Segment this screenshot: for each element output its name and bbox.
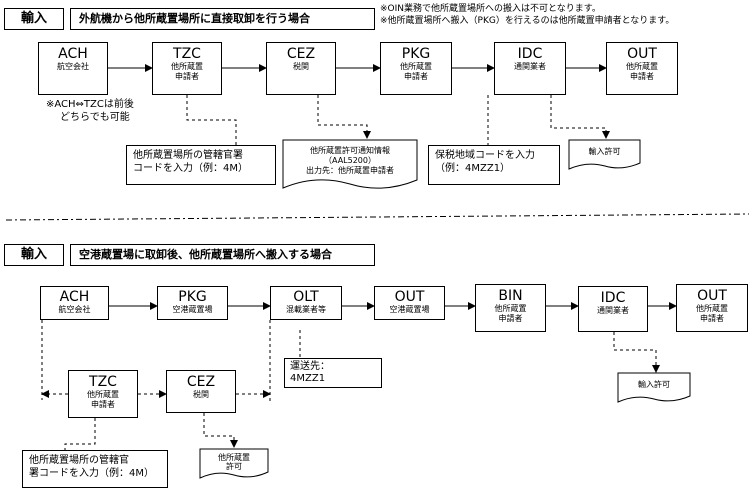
tzc2-detail-line-1: 他所蔵置場所の管轄官 [29,455,129,466]
node2-pkg-sub: 空港蔵置場 [172,305,213,314]
node2-tzc: TZC 他所蔵置 申請者 [68,370,138,418]
import-permit-doc-2: 輸入許可 [638,380,670,389]
import-permit-doc-1: 輸入許可 [588,147,621,156]
section1-title: 外航機から他所蔵置場所に直接取卸を行う場合 [70,8,375,30]
node2-bin: BIN 他所蔵置 申請者 [475,284,546,332]
node-cez-sub: 税関 [293,62,309,71]
tzc2-detail-box: 他所蔵置場所の管轄官 署コードを入力（例：4M） [22,450,168,488]
node2-out1-sub: 空港蔵置場 [389,305,430,314]
doc-shape-cez-permit [282,139,418,189]
section-divider [5,213,750,221]
cez2-permit-doc: 他所蔵置 許可 [200,453,268,471]
node2-bin-code: BIN [498,288,523,304]
section2-title: 空港蔵置場に取卸後、他所蔵置場所へ搬入する場合 [70,244,375,266]
tzc2-detail-line-2: 署コードを入力（例：4M） [29,468,154,479]
node2-olt: OLT 混載業者等 [270,286,342,320]
link-cez2-doc [203,413,238,448]
node2-out2-sub-2: 申請者 [700,314,724,323]
node2-pkg: PKG 空港蔵置場 [157,286,228,320]
node2-tzc-sub-1: 他所蔵置 [87,390,119,399]
node2-idc: IDC 通関業者 [578,286,648,332]
node2-olt-code: OLT [293,289,319,305]
node-out: OUT 他所蔵置 申請者 [606,42,678,95]
pkg-detail-line-1: 保税地域コードを入力 [435,150,535,161]
link-cez-doc [317,95,371,139]
node-idc: IDC 通関業者 [494,42,566,95]
node2-ach-sub: 航空会社 [58,305,91,314]
node-tzc-code: TZC [173,46,201,62]
node2-tzc-code: TZC [89,374,117,390]
node-pkg-sub-1: 他所蔵置 [400,62,432,71]
olt-detail-box: 運送先： 4MZZ1 [284,358,382,388]
doc-shape-import-permit-2 [617,372,691,403]
section1-note-2: ※他所蔵置場所へ搬入（PKG）を行えるのは他所蔵置申請者となります。 [380,16,675,26]
tzc-detail-box: 他所蔵置場所の管轄官署 コードを入力（例：4M） [126,145,276,185]
pkg-detail-box: 保税地域コードを入力 （例：4MZZ1） [428,145,560,185]
link-tzc-detail [186,95,237,145]
order-note-2: どちらでも可能 [60,112,130,123]
node2-bin-sub-1: 他所蔵置 [494,304,527,313]
cez2-permit-doc-line-1: 他所蔵置 [218,453,250,462]
node2-tzc-sub-2: 申請者 [91,400,115,409]
cez-permit-doc: 他所蔵置許可通知情報 （AAL5200） 出力先：他所蔵置申請者 [283,146,417,176]
node2-out2-sub-1: 他所蔵置 [696,304,728,313]
node-ach-sub: 航空会社 [57,62,89,71]
node-idc-code: IDC [517,46,543,62]
link-idc-doc [550,95,610,139]
node-ach: ACH 航空会社 [38,42,108,95]
node2-ach: ACH 航空会社 [40,286,109,320]
node2-pkg-code: PKG [178,289,207,305]
cez-permit-doc-line-1: 他所蔵置許可通知情報 [310,146,390,155]
section2-tag: 輸入 [4,244,64,266]
cez-permit-doc-line-3: 出力先：他所蔵置申請者 [306,166,394,175]
node2-idc-code: IDC [600,290,626,306]
node2-olt-sub: 混載業者等 [286,305,326,314]
node-tzc-sub-1: 他所蔵置 [171,62,203,71]
node2-out2-code: OUT [697,288,727,304]
tzc-detail-line-1: 他所蔵置場所の管轄官署 [133,150,243,161]
tzc-detail-line-2: コードを入力（例：4M） [133,163,248,174]
section1-note-1: ※OIN業務で他所蔵置場所への搬入は不可となります。 [380,4,601,14]
node-cez-code: CEZ [286,46,316,62]
node2-out1-code: OUT [394,289,425,305]
olt-detail-line-1: 運送先： [290,361,330,372]
link-idc2-doc [613,332,660,373]
node-pkg-code: PKG [401,46,431,62]
pkg-detail-line-2: （例：4MZZ1） [435,163,511,174]
node2-cez-sub: 税関 [193,390,209,399]
node-pkg: PKG 他所蔵置 申請者 [380,42,452,95]
node2-idc-sub: 通関業者 [597,306,629,315]
node2-cez-code: CEZ [186,374,216,390]
doc-shape-cez2-permit [199,448,269,479]
node-out-sub-2: 申請者 [630,72,654,81]
link-tzc2-detail [64,418,96,450]
node-tzc: TZC 他所蔵置 申請者 [152,42,222,95]
node2-out1: OUT 空港蔵置場 [374,286,445,320]
section1-tag: 輸入 [4,8,64,30]
node-pkg-sub-2: 申請者 [404,72,428,81]
node2-out2: OUT 他所蔵置 申請者 [676,284,748,332]
node-idc-sub: 通関業者 [514,62,546,71]
olt-detail-line-2: 4MZZ1 [290,373,326,384]
order-note-1: ※ACH⇔TZCは前後 [46,99,134,110]
node2-ach-code: ACH [59,289,90,305]
node-ach-code: ACH [58,46,88,62]
node2-cez: CEZ 税関 [166,370,236,413]
cez-permit-doc-line-2: （AAL5200） [324,156,376,165]
node2-bin-sub-2: 申請者 [498,314,523,323]
node-out-code: OUT [627,46,657,62]
doc-shape-import-permit-1 [568,139,641,170]
node-out-sub-1: 他所蔵置 [626,62,658,71]
cez2-permit-doc-line-2: 許可 [226,462,242,471]
node-cez: CEZ 税関 [266,42,336,95]
node-tzc-sub-2: 申請者 [175,72,199,81]
